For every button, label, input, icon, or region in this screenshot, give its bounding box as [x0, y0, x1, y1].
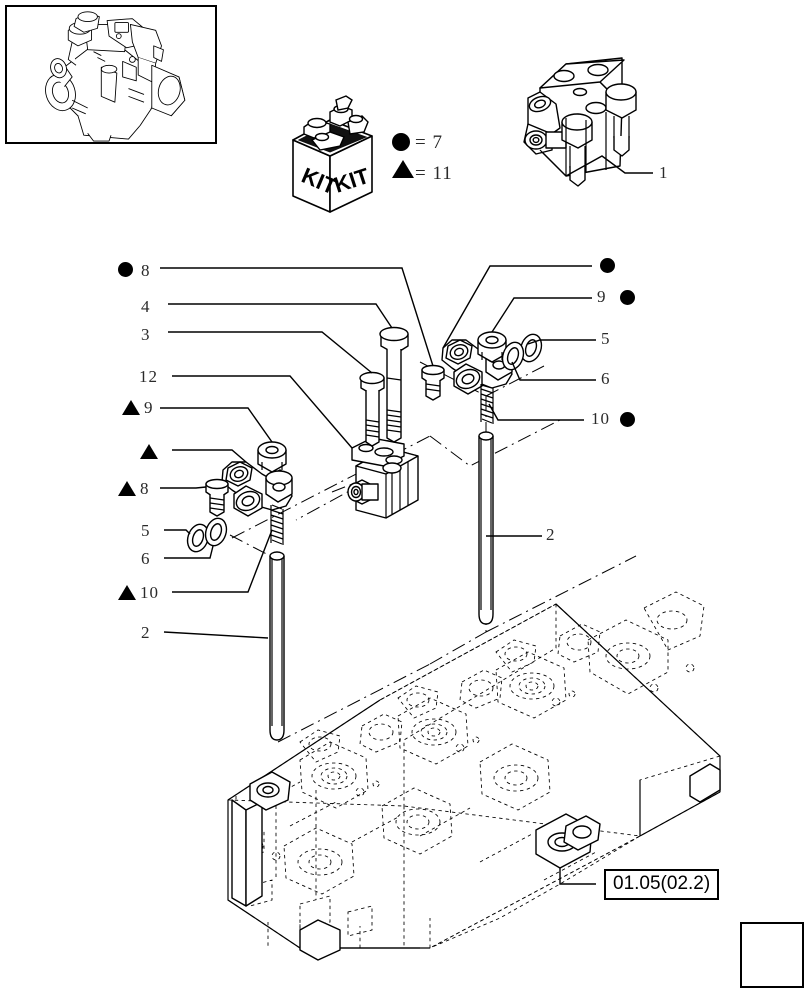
legend-triangle-marker — [392, 160, 414, 178]
center-lines — [229, 361, 637, 743]
legend-circle-marker — [392, 133, 410, 151]
engine-assembly-thumbnail — [45, 11, 186, 142]
callout-label: 10 — [591, 409, 610, 428]
callout-label: 8 — [141, 261, 151, 280]
left-valve-spring — [270, 504, 284, 545]
legend-triangle-equals: = 11 — [415, 163, 453, 184]
left-rocker-arm-assembly — [186, 441, 293, 741]
rocker-support-bracket — [347, 326, 419, 519]
callout-part-1[interactable]: 1 — [659, 163, 669, 182]
circle-marker-icon — [118, 262, 133, 277]
callout-right-top-circle[interactable] — [600, 258, 615, 273]
callout-right-6[interactable]: 6 — [601, 369, 611, 388]
legend-circle-equals: = 7 — [415, 132, 443, 153]
right-rocker-arm-assembly — [421, 331, 543, 625]
leader-lines-right — [442, 265, 596, 537]
rocker-support-assembly-part1 — [523, 57, 653, 187]
callout-left-3[interactable]: 3 — [141, 325, 151, 344]
next-page-arrow-button[interactable] — [740, 922, 804, 988]
bolt-item-3 — [359, 371, 385, 447]
triangle-marker-icon — [118, 585, 136, 600]
callout-label: 9 — [144, 398, 154, 417]
reference-code-box[interactable]: 01.05(02.2) — [604, 869, 720, 900]
cylinder-head-visible-edges — [227, 603, 721, 961]
circle-marker-icon — [620, 412, 635, 427]
callout-label: 9 — [597, 287, 607, 306]
bolt-item-4 — [379, 326, 409, 443]
circle-marker-icon — [620, 290, 635, 305]
callout-label: 8 — [140, 479, 150, 498]
callout-left-triangle-bare[interactable] — [140, 444, 158, 459]
triangle-marker-icon — [118, 481, 136, 496]
callout-label: 10 — [140, 583, 159, 602]
callout-left-12[interactable]: 12 — [139, 367, 158, 386]
callout-left-5[interactable]: 5 — [141, 521, 151, 540]
callout-left-6[interactable]: 6 — [141, 549, 151, 568]
callout-right-5[interactable]: 5 — [601, 329, 611, 348]
callout-left-2[interactable]: 2 — [141, 623, 151, 642]
triangle-marker-icon — [122, 400, 140, 415]
leader-lines-left — [160, 267, 434, 639]
callout-left-4[interactable]: 4 — [141, 297, 151, 316]
callout-pushrod-right-2[interactable]: 2 — [546, 525, 556, 544]
engine-thumbnail-box[interactable] — [5, 5, 217, 144]
right-valve-spring — [480, 383, 494, 424]
